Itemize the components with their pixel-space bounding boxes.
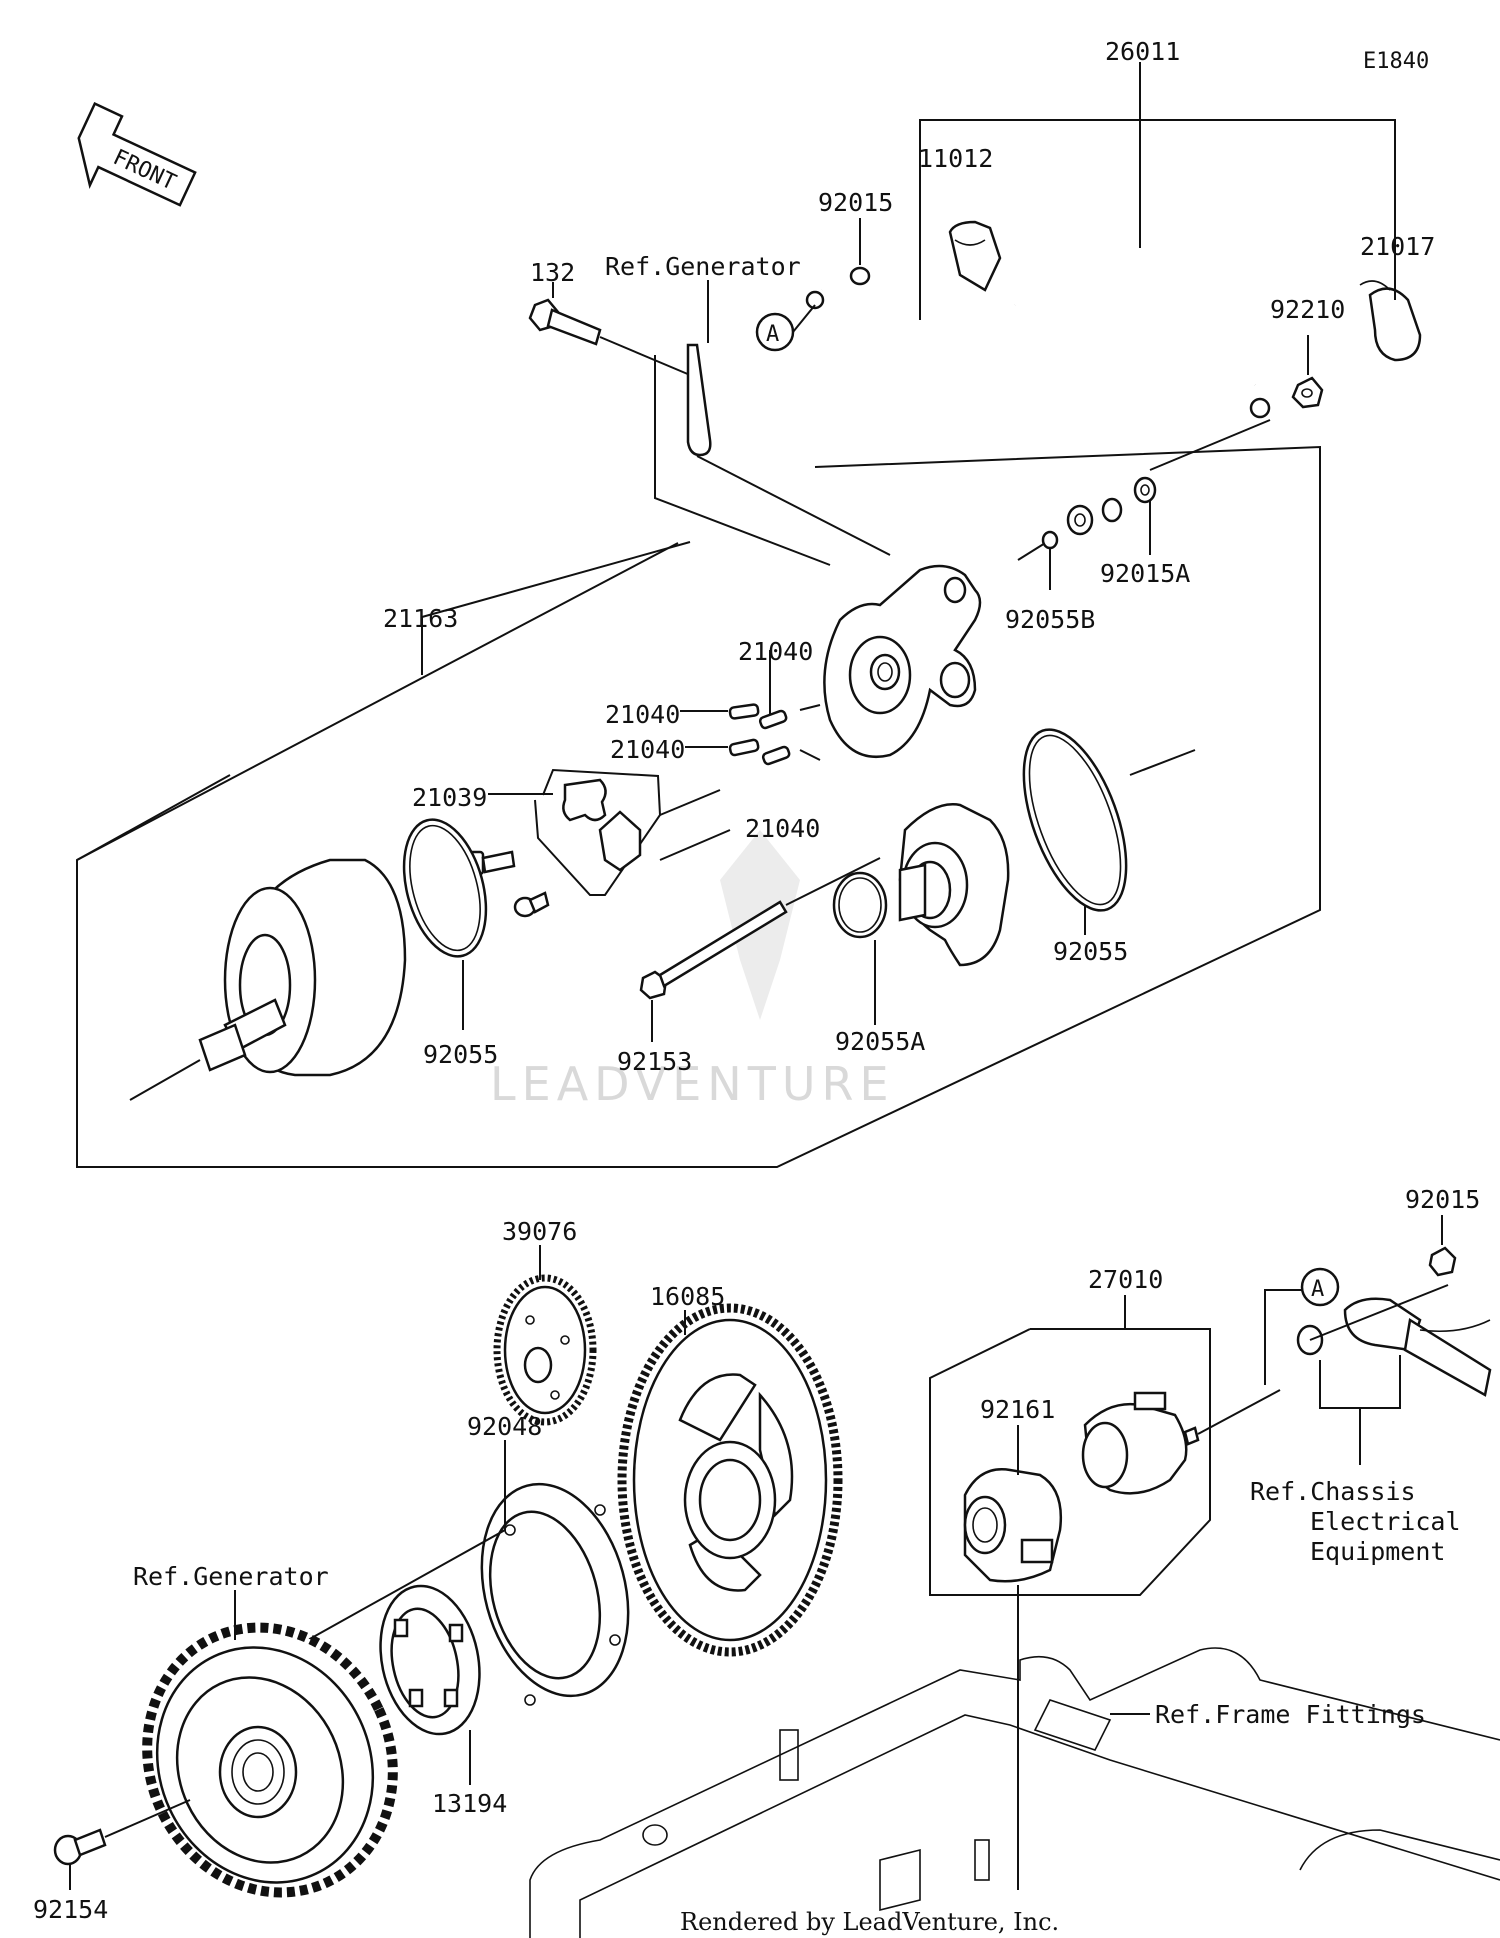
label-21040-c: 21040 [610, 735, 685, 764]
label-11012: 11012 [918, 144, 993, 173]
credit-text: Rendered by LeadVenture, Inc. [680, 1908, 1059, 1936]
label-92055a: 92055A [835, 1027, 925, 1056]
label-92015-right: 92015 [1405, 1185, 1480, 1214]
bolt-92154 [53, 1799, 191, 1890]
label-26011: 26011 [1105, 37, 1180, 66]
springs-21040 [680, 703, 821, 766]
starter-front-cover [898, 803, 1010, 967]
nut-92210 [1291, 376, 1324, 409]
label-21039: 21039 [412, 783, 487, 812]
label-92055-left: 92055 [423, 1040, 498, 1069]
label-21040-b: 21040 [605, 700, 680, 729]
label-92048: 92048 [467, 1412, 542, 1441]
battery-cable [805, 248, 1271, 419]
label-92015a: 92015A [1100, 559, 1190, 588]
starter-end-cover [823, 564, 982, 759]
rubber-cap-11012 [948, 220, 1002, 292]
generator-bracket-top [686, 343, 891, 556]
label-21040-d: 21040 [745, 814, 820, 843]
label-92055-right: 92055 [1053, 937, 1128, 966]
clutch-13194 [379, 1584, 481, 1785]
svg-text:A: A [1311, 1277, 1324, 1302]
cable-boot-right [1264, 1215, 1492, 1465]
label-92210: 92210 [1270, 295, 1345, 324]
label-132: 132 [530, 258, 575, 287]
label-92015-top: 92015 [818, 188, 893, 217]
o-ring-92055a [832, 871, 888, 939]
label-21017: 21017 [1360, 232, 1435, 261]
label-13194: 13194 [432, 1789, 507, 1818]
solenoid-assembly [929, 1295, 1281, 1596]
starter-assembly-frame [76, 445, 1321, 1168]
label-27010: 27010 [1088, 1265, 1163, 1294]
svg-text:A: A [766, 322, 779, 347]
front-arrow-icon: FRONT [77, 101, 197, 207]
starter-motor-body [129, 858, 407, 1101]
o-ring-92055-left [402, 818, 488, 958]
label-21040-a: 21040 [738, 637, 813, 666]
label-ref-chassis-1: Ref.Chassis [1250, 1477, 1416, 1506]
label-ref-frame-fittings: Ref.Frame Fittings [1155, 1700, 1426, 1729]
o-ring-92055b [1041, 530, 1059, 550]
gear-39076 [493, 1245, 597, 1426]
watermark-text: LEADVENTURE [490, 1057, 895, 1111]
bolt-92153 [639, 857, 881, 1042]
cap-21017 [1359, 280, 1422, 362]
label-92154: 92154 [33, 1895, 108, 1924]
label-92055b: 92055B [1005, 605, 1095, 634]
label-16085: 16085 [650, 1282, 725, 1311]
label-ref-generator-bottom: Ref.Generator [133, 1562, 329, 1591]
label-92153: 92153 [617, 1047, 692, 1076]
gear-16085 [617, 1303, 843, 1657]
label-ref-chassis-3: Equipment [1310, 1537, 1445, 1566]
o-ring-92055-right [1022, 728, 1128, 912]
callout-a-bottom: A [1300, 1267, 1340, 1307]
label-39076: 39076 [502, 1217, 577, 1246]
label-21163: 21163 [383, 604, 458, 633]
washers-92015a [1066, 476, 1157, 536]
generator-rotor [142, 1590, 398, 1898]
brush-holder-21039 [488, 768, 731, 896]
label-ref-chassis-2: Electrical [1310, 1507, 1461, 1536]
nut-92015-top [849, 266, 871, 286]
one-way-clutch-92048 [289, 1440, 630, 1706]
label-ref-generator-top: Ref.Generator [605, 252, 801, 281]
bolt-132 [528, 298, 691, 376]
callout-a-top: A [755, 304, 816, 352]
label-92161: 92161 [980, 1395, 1055, 1424]
diagram-id: E1840 [1363, 49, 1429, 74]
frame-fittings [529, 1585, 1500, 1938]
